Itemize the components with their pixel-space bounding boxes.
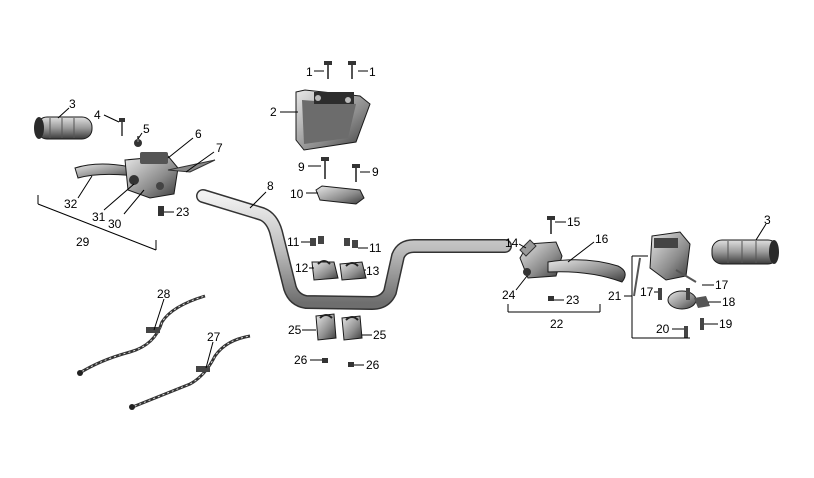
callout-10: 10 [290,187,304,201]
cover-bolt-2 [348,61,356,79]
callout-25-left: 25 [288,323,302,337]
callout-17-right: 17 [715,278,729,292]
callout-13: 13 [366,264,380,278]
callout-9-right: 9 [372,165,379,179]
callout-22: 22 [550,317,564,331]
callout-24: 24 [502,288,516,302]
callout-1-left: 1 [306,65,313,79]
bracket-bolt-1 [321,157,329,179]
callout-6: 6 [195,127,202,141]
callout-20: 20 [656,322,670,336]
callout-25-right: 25 [373,328,387,342]
callout-16: 16 [595,232,609,246]
handlebar-cover [295,89,371,151]
callout-2: 2 [270,105,277,119]
callout-31: 31 [92,210,106,224]
bracket-bolt-2 [352,164,360,182]
cover-bolt-1 [324,61,332,79]
callout-11-right: 11 [369,241,382,255]
handlebar [196,189,512,310]
callout-23-right: 23 [566,293,580,307]
callout-28: 28 [157,287,171,301]
lower-clamp-left [315,313,337,341]
callout-5: 5 [143,122,150,136]
callout-26-right: 26 [366,358,380,372]
leader-lines [37,70,767,369]
right-switch-housing [633,231,710,338]
callout-11-left: 11 [287,235,300,249]
callout-26-left: 26 [294,353,308,367]
callout-27: 27 [207,330,221,344]
callout-19: 19 [719,317,733,331]
right-grip [711,239,779,265]
right-lever-assembly [519,216,626,301]
callout-17-left: 17 [640,285,654,299]
callout-30: 30 [108,217,122,231]
callout-7: 7 [216,141,223,155]
callout-8: 8 [267,179,274,193]
clamp-nuts [322,358,354,367]
upper-clamp-left [311,260,339,281]
left-clamp-bolt [119,118,125,136]
left-screw [134,136,142,147]
callout-4: 4 [94,108,101,122]
clamp-bolts-upper [310,236,358,248]
callout-9-left: 9 [298,160,305,174]
callout-3-right: 3 [764,213,771,227]
callout-12: 12 [295,261,309,275]
callout-32: 32 [64,197,78,211]
callout-23-left: 23 [176,205,190,219]
throttle-cable [77,294,206,376]
callout-labels: 1 1 2 3 4 5 6 7 8 9 9 10 11 11 12 13 14 … [64,65,771,372]
left-grip [34,116,93,140]
brake-cable [129,334,251,410]
lower-clamp-right [341,315,363,341]
left-lever-assembly [74,152,216,216]
callout-3-left: 3 [69,97,76,111]
callout-29: 29 [76,235,90,249]
upper-clamp-right [339,261,367,281]
callout-15: 15 [567,215,581,229]
callout-14: 14 [505,236,519,250]
callout-1-right: 1 [369,65,376,79]
callout-21: 21 [608,289,622,303]
callout-18: 18 [722,295,736,309]
mounting-bracket [315,185,365,205]
